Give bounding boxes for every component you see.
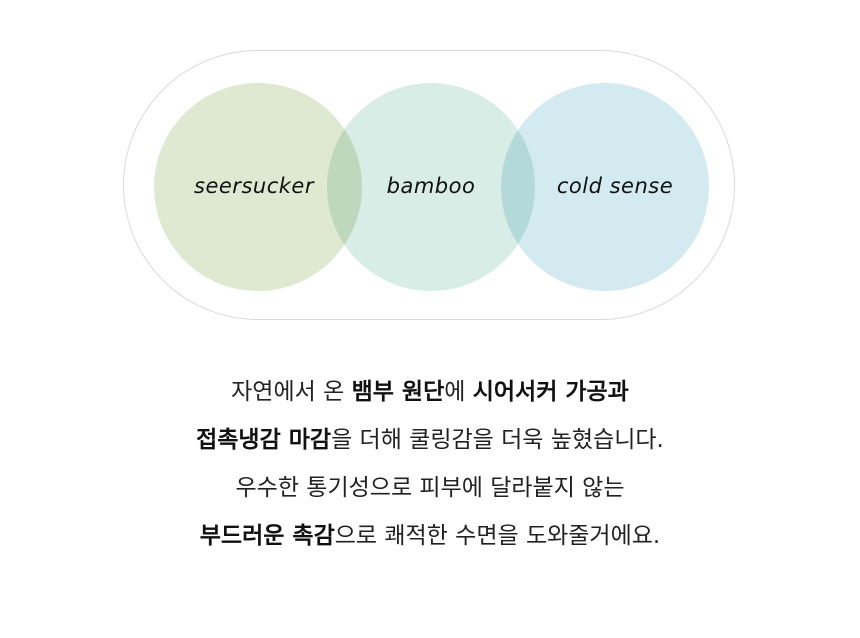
body-text: 자연에서 온	[231, 379, 352, 405]
cold-sense-label: cold sense	[556, 174, 674, 198]
body-text: 에	[444, 379, 473, 405]
description-line: 자연에서 온 뱀부 원단에 시어서커 가공과	[0, 368, 860, 416]
venn-frame	[123, 50, 735, 320]
emphasis-text: 뱀부 원단	[351, 379, 445, 405]
description-line: 접촉냉감 마감을 더해 쿨링감을 더욱 높혔습니다.	[0, 416, 860, 464]
body-text: 우수한 통기성으로 피부에 달라붙지 않는	[235, 475, 625, 501]
description-text: 자연에서 온 뱀부 원단에 시어서커 가공과 접촉냉감 마감을 더해 쿨링감을 …	[0, 368, 860, 560]
cold-sense-circle	[501, 83, 709, 291]
bamboo-circle	[327, 83, 535, 291]
seersucker-label: seersucker	[194, 174, 314, 198]
description-line: 우수한 통기성으로 피부에 달라붙지 않는	[0, 464, 860, 512]
description-line: 부드러운 촉감으로 쾌적한 수면을 도와줄거에요.	[0, 512, 860, 560]
body-text: 으로 쾌적한 수면을 도와줄거에요.	[334, 523, 661, 549]
emphasis-text: 부드러운 촉감	[199, 523, 335, 549]
bamboo-label: bamboo	[386, 174, 476, 198]
emphasis-text: 시어서커 가공과	[472, 379, 629, 405]
body-text: 을 더해 쿨링감을 더욱 높혔습니다.	[331, 427, 664, 453]
emphasis-text: 접촉냉감 마감	[196, 427, 332, 453]
